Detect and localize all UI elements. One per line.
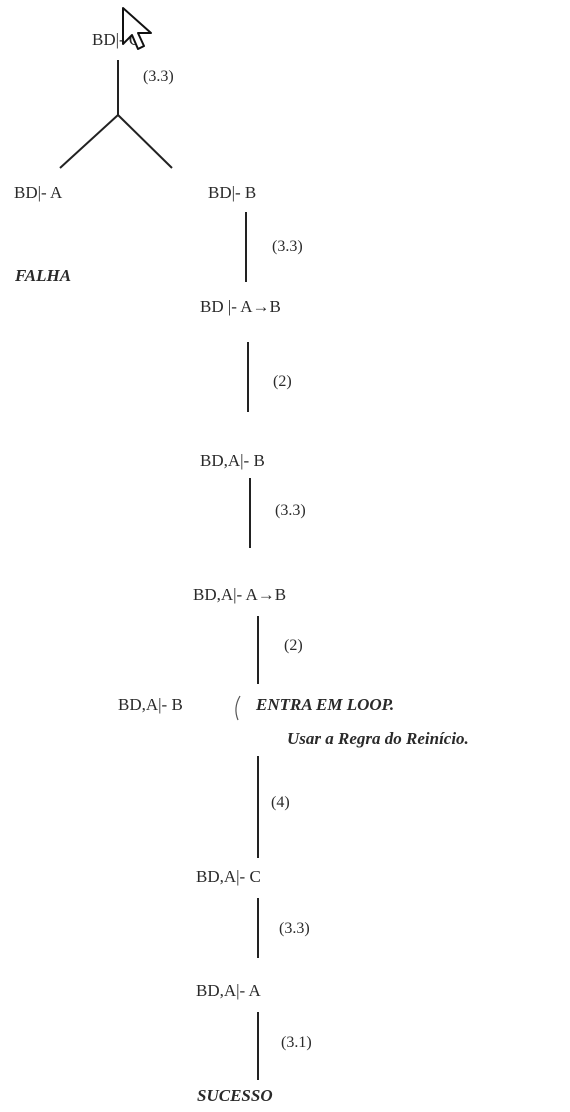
loop-note-line2: Usar a Regra do Reinício. — [287, 729, 469, 748]
step-rule-4: (2) — [284, 637, 303, 654]
left-branch-edge — [59, 114, 119, 169]
step-goal-3: BD,A|- B — [200, 451, 265, 470]
step-goal-7: BD,A|- A — [196, 981, 261, 1000]
step-rule-2: (2) — [273, 373, 292, 390]
step-goal-1: BD|- B — [208, 183, 257, 202]
right-branch-edge — [117, 114, 173, 169]
step-goal-6: BD,A|- C — [196, 867, 261, 886]
loop-note-line1: ENTRA EM LOOP. — [256, 695, 395, 714]
step-goal-4: BD,A|- A→B — [193, 585, 287, 604]
loop-bracket — [235, 695, 241, 721]
arrow-cursor-icon — [121, 6, 155, 57]
step-rule-1: (3.3) — [272, 238, 303, 255]
step-goal-5: BD,A|- B — [118, 695, 183, 714]
step-rule-5: (4) — [271, 794, 290, 811]
success-label: SUCESSO — [197, 1086, 273, 1105]
step-rule-3: (3.3) — [275, 502, 306, 519]
step-goal-2: BD |- A→B — [200, 297, 281, 316]
left-branch-goal: BD|- A — [14, 183, 63, 202]
step-rule-7: (3.1) — [281, 1034, 312, 1051]
step-rule-6: (3.3) — [279, 920, 310, 937]
root-rule: (3.3) — [143, 68, 174, 85]
failure-label: FALHA — [15, 266, 72, 285]
